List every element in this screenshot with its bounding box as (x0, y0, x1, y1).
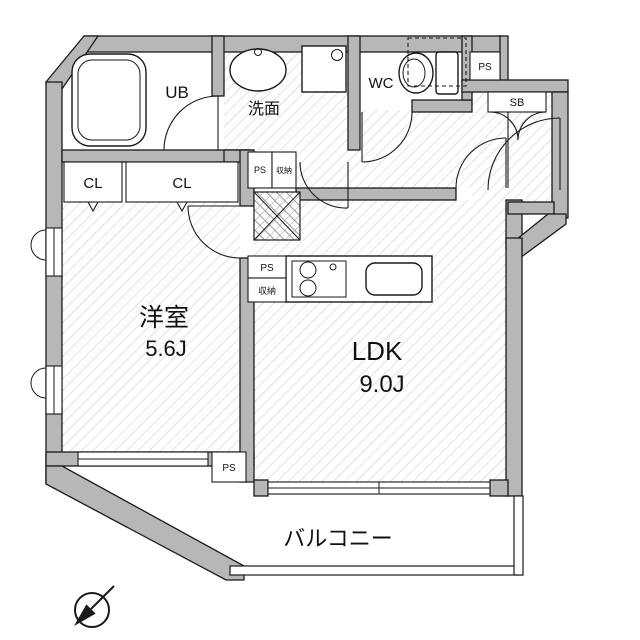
closet-left-door-mark (87, 201, 99, 213)
closet-left-label: CL (83, 175, 102, 192)
fixtures (71, 37, 467, 303)
unit-bath-label: UB (165, 83, 189, 102)
balcony-label: バルコニー (283, 526, 393, 551)
wall-ub-wash-divider (211, 35, 225, 97)
balcony-rail-right (513, 495, 524, 576)
door-unit-bath-swing (163, 95, 219, 151)
door-western-room-swing (187, 205, 241, 259)
wc-label: WC (369, 75, 394, 92)
ps-top-label: PS (478, 62, 492, 73)
windows (30, 227, 491, 495)
door-entrance-swing (487, 117, 561, 191)
floor-wc-corridor (360, 110, 472, 150)
vent-dashed-box (407, 37, 467, 87)
ps-kitchen-label: PS (260, 263, 274, 274)
floor-balcony (112, 498, 514, 564)
toilet-tank-icon (435, 51, 459, 95)
stove-knob-icon (329, 263, 337, 271)
wall-entry-bottom (507, 201, 555, 215)
wall-wash-wc-divider (347, 35, 361, 151)
western-room-size-label: 5.6J (145, 336, 187, 361)
door-washroom-swing (299, 161, 349, 209)
closet-right-door-mark (176, 201, 188, 213)
labels: UB 洗面 WC CL CL 洋室 5.6J LDK 9.0J バルコニー SB… (83, 62, 524, 551)
wall-right (505, 237, 523, 497)
doors (163, 95, 561, 259)
shaft-cross-2 (253, 191, 301, 241)
vent-bump-lower (30, 367, 47, 399)
door-ldk-swing (455, 137, 507, 189)
wall-hall-ldk (295, 187, 457, 201)
washer-pan-icon (301, 45, 347, 93)
ps-bottom-label: PS (222, 463, 236, 474)
closet-right-label: CL (172, 175, 191, 192)
kitchen-sink-icon (365, 262, 423, 296)
basin-faucet-icon (254, 48, 262, 56)
closet-right-box (125, 161, 239, 203)
shoe-box (487, 91, 547, 113)
compass-needle-line (90, 585, 115, 610)
ps-top-box (469, 51, 501, 81)
storage-hall-label: 収納 (276, 165, 292, 175)
wall-diagonal-sw (45, 465, 245, 581)
toilet-bowl-inner (402, 58, 426, 88)
storage-hall-box (271, 151, 297, 189)
storage-kitchen-box (247, 277, 287, 303)
floor-ldk (254, 200, 506, 482)
north-compass-icon (74, 585, 115, 628)
stove-burner-top-icon (299, 261, 317, 279)
shoe-box-label: SB (510, 97, 525, 109)
bathtub-icon (71, 53, 147, 147)
ps-bottom-box (211, 451, 247, 483)
wall-sb-top (461, 79, 569, 93)
closets (63, 161, 239, 213)
ldk-size-label: 9.0J (359, 371, 404, 398)
stove-burner-bottom-icon (299, 279, 317, 297)
storage-kitchen-label: 収納 (258, 285, 276, 296)
wall-wc-bottom (411, 99, 473, 113)
wall-left (45, 81, 63, 485)
closet-left-box (63, 161, 123, 203)
balcony-rail-bottom (229, 565, 523, 576)
floor-hallway (296, 150, 552, 188)
ps-hall-label: PS (254, 165, 266, 175)
wall-ldk-bottom-right (489, 479, 509, 497)
utility-boxes (211, 51, 547, 483)
vent-bump-upper (30, 229, 47, 261)
floor-western-room (62, 202, 240, 452)
toilet-bowl-icon (398, 52, 434, 94)
ldk-name-label: LDK (352, 336, 403, 366)
bathtub-inner (77, 59, 141, 141)
washer-drain-icon (331, 49, 343, 61)
western-room-name-label: 洋室 (139, 304, 189, 332)
door-wc-swing (361, 111, 413, 163)
stove-icon (291, 260, 347, 298)
compass-needle-head (74, 604, 96, 626)
wall-divider-bottom (239, 257, 255, 483)
wall-ldk-bottom-left (253, 479, 269, 497)
washroom-label: 洗面 (248, 100, 280, 118)
